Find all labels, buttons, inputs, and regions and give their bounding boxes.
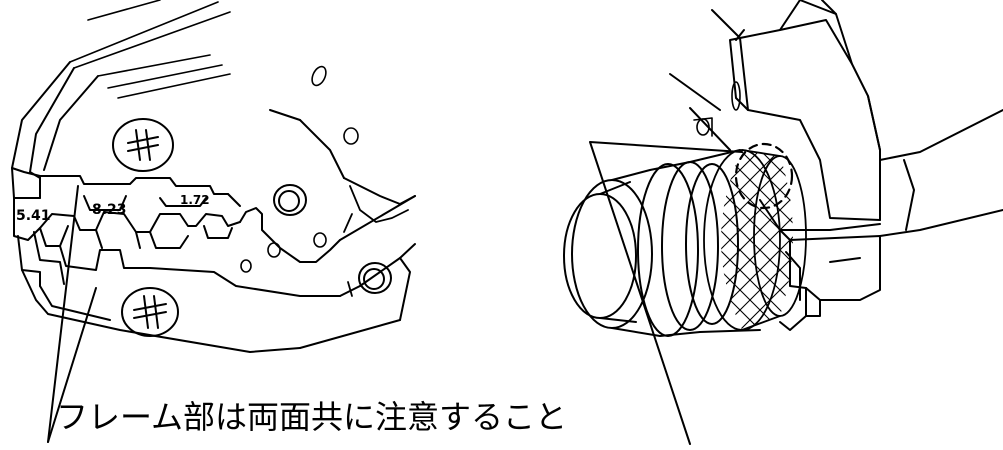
pivot-pin-lower: [358, 262, 392, 294]
linkage-details: [343, 185, 409, 297]
caption-warning: フレーム部は両面共に注意すること: [56, 398, 567, 436]
upper-jaw: [11, 61, 301, 199]
lower-screw: [121, 287, 179, 337]
tool-holes: [693, 81, 741, 137]
callout-line-upper-jaw: [47, 185, 79, 443]
die-size-label-2: 8.23: [92, 202, 127, 218]
die-size-label-3: 1.72: [180, 193, 210, 207]
callout-lines: [47, 141, 743, 445]
connector-crimp-illustration: [563, 0, 1003, 337]
die-cavities: [13, 195, 241, 287]
knurl-hatching: [721, 150, 793, 330]
frame-holes: [240, 65, 359, 273]
callout-line-lower-jaw: [47, 287, 97, 443]
crimp-tool-head-illustration: 5.41 8.23 1.72: [11, 0, 416, 353]
upper-handle: [69, 0, 231, 99]
highlight-circle: [734, 142, 794, 210]
knurled-coupling-nut: [703, 149, 807, 331]
cable: [879, 109, 1003, 237]
connector-rings: [611, 149, 761, 337]
lower-jaw: [21, 119, 416, 353]
pivot-pin-upper: [273, 184, 307, 216]
upper-screw: [112, 118, 174, 172]
callout-line-connector-frame: [589, 141, 743, 445]
die-size-label-1: 5.41: [16, 208, 51, 224]
